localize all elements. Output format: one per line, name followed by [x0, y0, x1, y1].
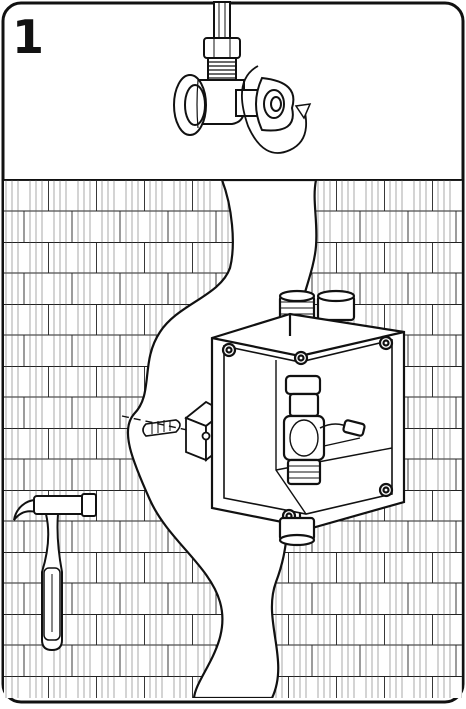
hammer-icon [13, 493, 97, 652]
wall-plug-icon [142, 419, 181, 437]
angle-valve-icon [173, 1, 295, 136]
rotation-arrow-icon [241, 65, 312, 154]
step-number: 1 [12, 10, 45, 64]
installation-box-icon [210, 289, 406, 547]
